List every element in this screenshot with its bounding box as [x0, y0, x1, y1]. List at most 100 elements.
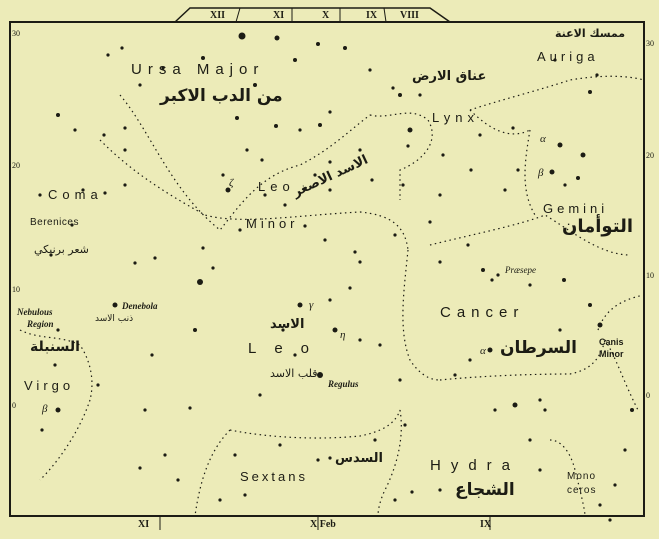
star	[143, 408, 147, 412]
star	[588, 90, 592, 94]
star	[38, 193, 42, 197]
star	[55, 407, 61, 413]
star	[597, 322, 603, 328]
star	[138, 466, 142, 470]
star	[441, 153, 445, 157]
star	[481, 268, 485, 272]
star	[398, 378, 402, 382]
label-monoceros-1: Mono	[567, 471, 597, 482]
star	[153, 256, 157, 260]
star	[595, 73, 599, 77]
star	[543, 408, 547, 412]
star	[81, 188, 85, 192]
star	[260, 158, 264, 162]
star	[56, 328, 60, 332]
star	[353, 250, 357, 254]
label-lynx: Lynx	[432, 110, 479, 125]
star	[313, 173, 317, 177]
dec-right-30: 30	[646, 39, 654, 48]
star	[401, 183, 405, 187]
dec-right-20: 20	[646, 151, 654, 160]
star	[102, 133, 106, 137]
star	[123, 126, 127, 130]
star	[496, 273, 500, 277]
star	[478, 133, 482, 137]
star	[297, 302, 303, 308]
arabic-sextans: السدس	[335, 451, 384, 466]
boundary-cancer-leo	[402, 249, 441, 381]
label-canis-minor-2: Minor	[599, 349, 624, 359]
star	[630, 408, 634, 412]
star	[96, 383, 100, 387]
star	[598, 503, 602, 507]
star	[511, 126, 515, 130]
star	[563, 183, 567, 187]
label-cancer: Cancer	[440, 304, 525, 321]
label-hydra: Hydra	[430, 457, 521, 474]
greek-beta-virgo: β	[42, 403, 48, 415]
star	[576, 176, 580, 180]
boundary-canis-minor	[604, 339, 639, 411]
star	[112, 302, 118, 308]
label-leo-minor-1: Leo	[258, 179, 295, 194]
star	[274, 124, 278, 128]
label-denebola: Denebola	[122, 301, 158, 311]
star	[490, 278, 494, 282]
star	[487, 347, 493, 353]
star	[393, 233, 397, 237]
label-leo-minor-2: Minor	[246, 216, 299, 231]
star	[133, 261, 137, 265]
label-regulus: Regulus	[328, 379, 359, 389]
star	[493, 408, 497, 412]
hour-line-ix	[383, 7, 387, 23]
star	[53, 363, 57, 367]
star	[211, 266, 215, 270]
star	[428, 220, 432, 224]
boundary-uma-leominor	[119, 94, 371, 231]
star	[197, 279, 203, 285]
star	[328, 188, 332, 192]
dec-left-30: 30	[12, 29, 20, 38]
star	[258, 393, 262, 397]
constellation-boundaries	[19, 75, 645, 517]
star	[538, 468, 542, 472]
star	[243, 493, 247, 497]
star	[221, 173, 225, 177]
star	[328, 298, 332, 302]
star	[323, 238, 327, 242]
boundary-canis-minor-2	[597, 294, 645, 331]
star	[469, 168, 473, 172]
star	[378, 343, 382, 347]
star	[358, 148, 362, 152]
star	[348, 286, 352, 290]
star	[245, 148, 249, 152]
star	[343, 46, 347, 50]
star	[406, 144, 410, 148]
star	[293, 353, 297, 357]
star	[453, 373, 457, 377]
star	[253, 83, 257, 87]
label-praesepe: Præsepe	[505, 265, 536, 275]
boundary-leo-south	[229, 409, 401, 439]
greek-alpha-cancer: α	[480, 345, 486, 357]
star	[328, 160, 332, 164]
star	[103, 191, 107, 195]
star	[613, 483, 617, 487]
dec-right-0: 0	[646, 391, 650, 400]
star	[138, 83, 142, 87]
star	[503, 188, 507, 192]
star	[293, 58, 297, 62]
boundary-lynx	[369, 112, 433, 200]
star	[278, 443, 282, 447]
star	[623, 448, 627, 452]
star	[238, 228, 242, 232]
star	[549, 169, 555, 175]
dec-right-10: 10	[646, 271, 654, 280]
star	[558, 328, 562, 332]
star	[318, 123, 322, 127]
star	[218, 498, 222, 502]
star	[588, 303, 592, 307]
star	[370, 178, 374, 182]
star	[391, 86, 395, 90]
greek-eta-leo: η	[340, 329, 346, 341]
